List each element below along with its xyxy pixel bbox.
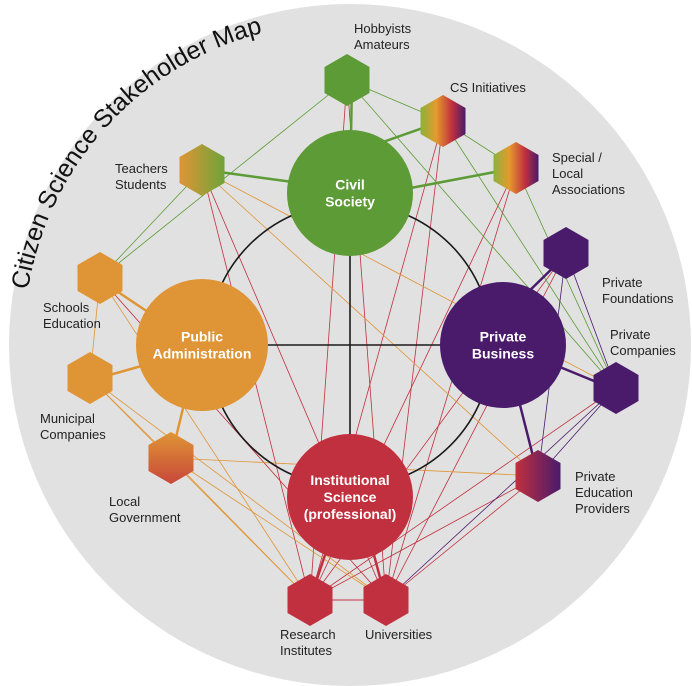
connection-line	[565, 252, 617, 389]
stakeholder-hexagon-schools	[77, 252, 123, 304]
hub-circle-civil	[287, 130, 413, 256]
stakeholder-hexagon-municipal	[67, 352, 113, 404]
connection-line	[385, 475, 539, 601]
connection-line	[99, 169, 203, 279]
connection-line	[309, 387, 617, 601]
stakeholder-hexagon-special-local	[493, 142, 539, 194]
stakeholder-nodes	[67, 54, 639, 626]
stakeholder-hexagon-local-gov	[148, 432, 194, 484]
connection-line	[385, 167, 517, 601]
stakeholder-hexagon-teachers	[179, 144, 225, 196]
connection-line	[99, 277, 311, 601]
stakeholder-label-universities: Universities	[365, 627, 433, 642]
stakeholder-hexagon-universities	[363, 574, 409, 626]
hub-circle-science	[287, 434, 413, 560]
connection-line	[385, 387, 617, 601]
connection-line	[89, 377, 311, 601]
stakeholder-hexagon-cs-initiatives	[420, 95, 466, 147]
stakeholder-hexagon-private-companies	[593, 362, 639, 414]
connection-line	[201, 169, 311, 601]
stakeholder-hexagon-hobbyists	[324, 54, 370, 106]
stakeholder-hexagon-private-education	[515, 450, 561, 502]
connection-line	[346, 79, 617, 389]
connection-line	[309, 475, 539, 601]
connection-line	[442, 120, 617, 389]
stakeholder-label-cs-initiatives: CS Initiatives	[450, 80, 526, 95]
hub-circle-public	[136, 279, 268, 411]
connection-line	[89, 377, 387, 601]
stakeholder-hexagon-research-institutes	[287, 574, 333, 626]
connection-line	[201, 169, 539, 477]
stakeholder-hexagon-private-foundations	[543, 227, 589, 279]
connection-line	[170, 457, 387, 601]
hub-circle-private	[440, 282, 566, 408]
